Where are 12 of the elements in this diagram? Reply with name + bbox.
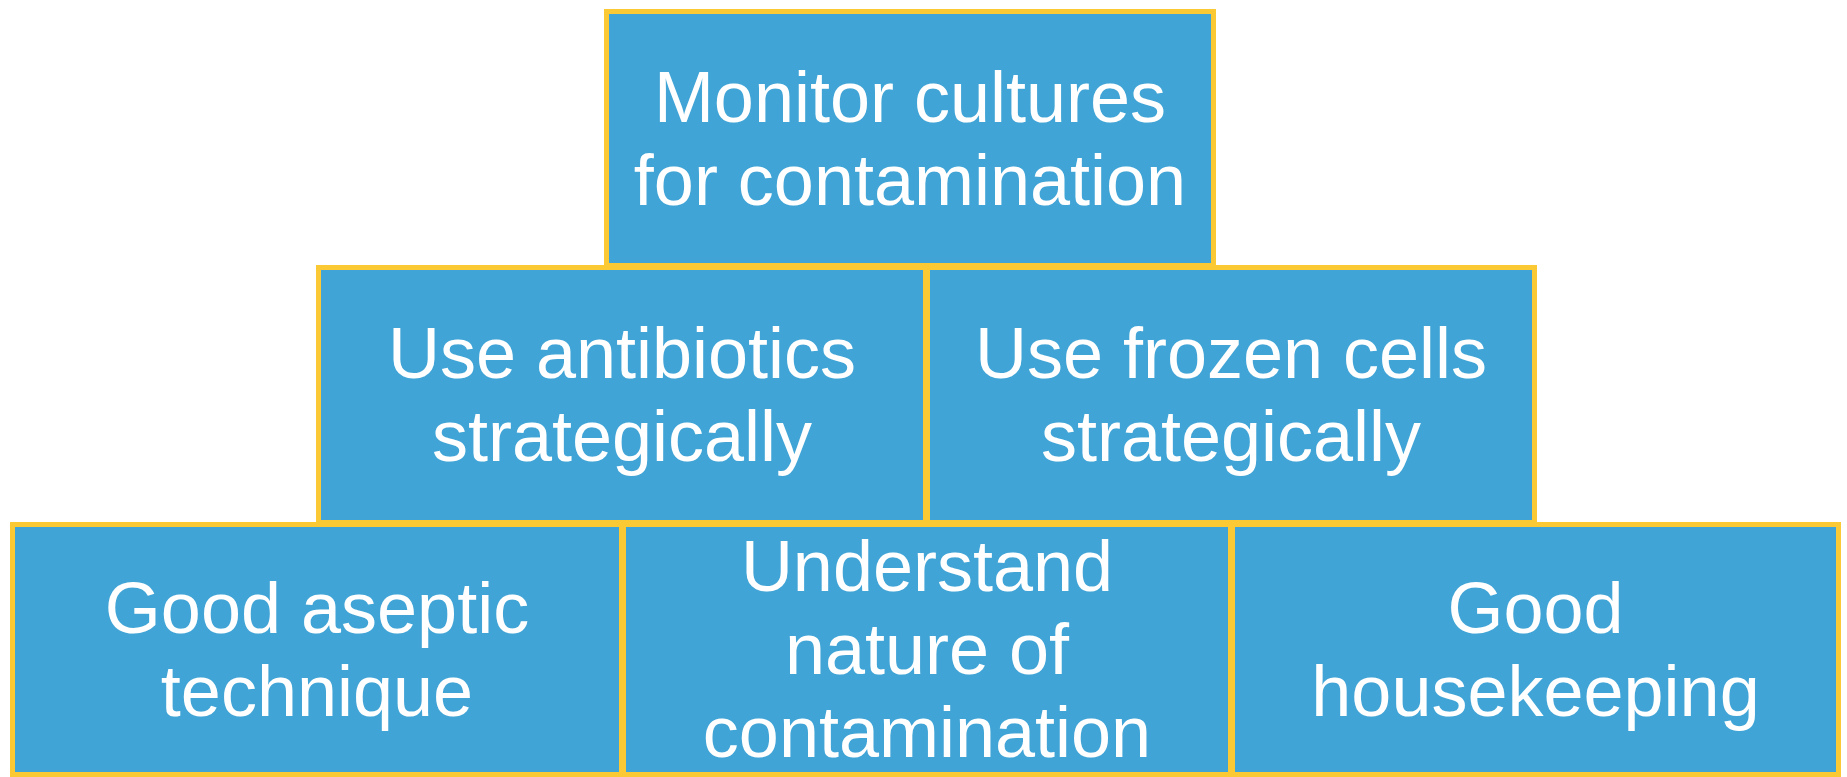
pyramid-block	[316, 265, 928, 525]
pyramid-block	[604, 9, 1216, 268]
pyramid-block	[925, 265, 1537, 525]
block-label: Use frozen cells strategically	[973, 312, 1489, 478]
block-label: Good aseptic technique	[103, 566, 531, 733]
block-label: Good housekeeping	[1310, 566, 1761, 733]
block-label: Use antibiotics strategically	[386, 312, 858, 478]
pyramid-block	[1230, 522, 1841, 777]
pyramid-block	[10, 522, 624, 777]
pyramid-block	[621, 522, 1233, 777]
block-label: Monitor cultures for contamination	[632, 55, 1188, 222]
block-label: Understand nature of contamination	[701, 525, 1153, 774]
